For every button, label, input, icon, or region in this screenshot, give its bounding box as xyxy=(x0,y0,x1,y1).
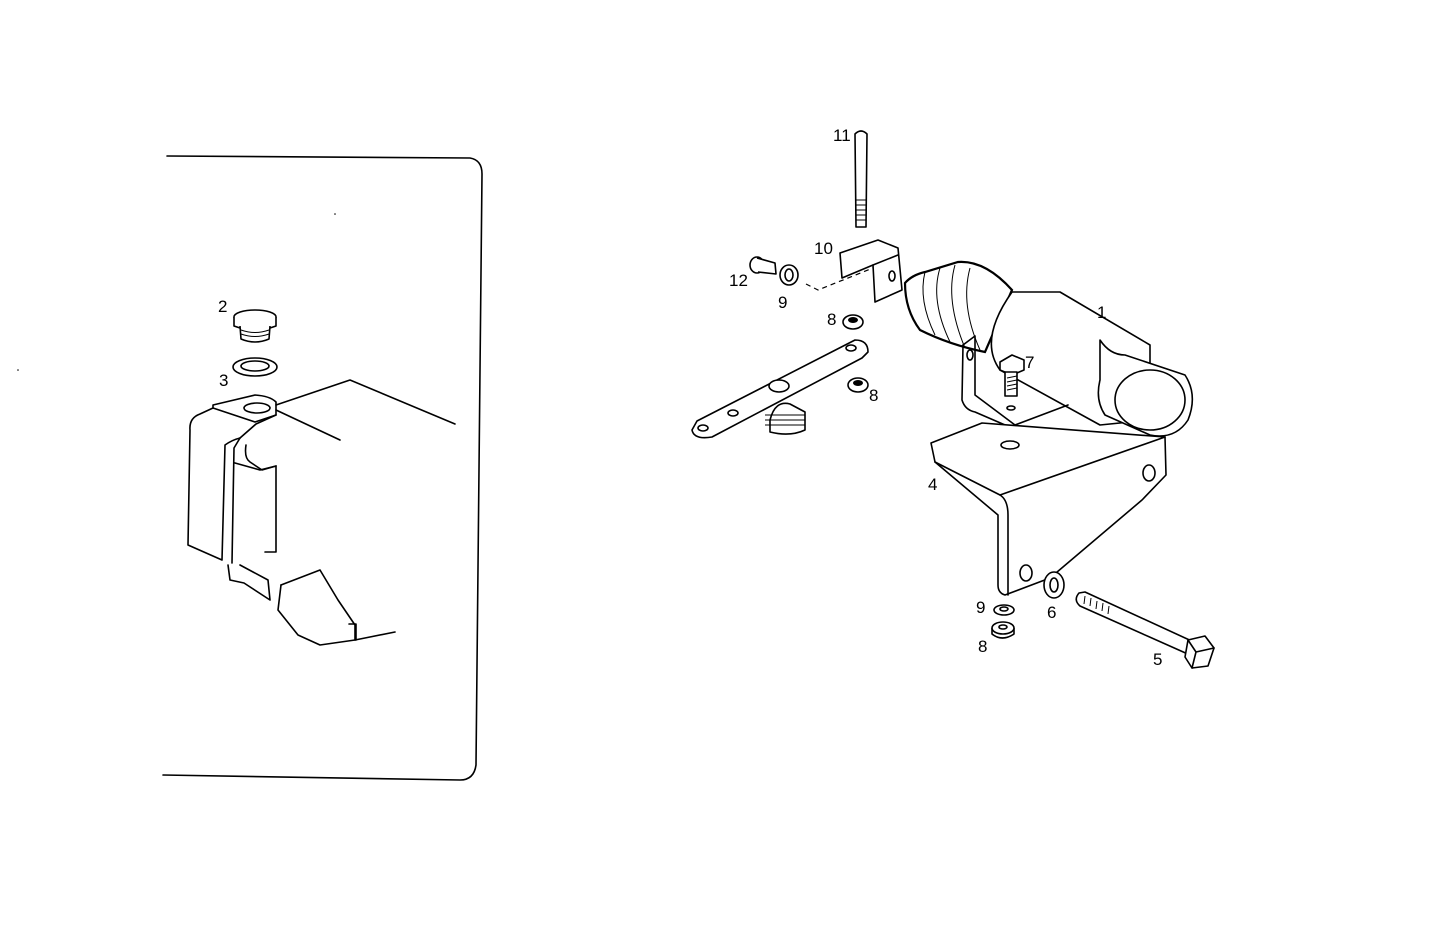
plug-part-2 xyxy=(233,309,277,343)
callout-2: 2 xyxy=(218,297,228,316)
stud-part-11 xyxy=(854,130,868,228)
tank-body xyxy=(187,379,456,646)
callout-6: 6 xyxy=(1047,603,1057,622)
callout-12: 12 xyxy=(729,271,748,290)
callout-5: 5 xyxy=(1153,650,1163,669)
callout-9-bottom: 9 xyxy=(976,598,986,617)
callout-4: 4 xyxy=(928,475,938,494)
clevis-bracket-part-10 xyxy=(805,239,903,303)
callout-8-top: 8 xyxy=(827,310,837,329)
sealing-ring-part-3 xyxy=(232,357,278,377)
callout-11: 11 xyxy=(833,126,851,145)
nut-part-8-middle xyxy=(847,377,869,393)
callout-8-bottom: 8 xyxy=(978,637,988,656)
callout-7: 7 xyxy=(1025,353,1035,372)
inset-frame xyxy=(17,155,483,781)
screw-part-12 xyxy=(749,256,777,275)
washer-part-9-top xyxy=(779,264,799,286)
hex-bolt-part-5 xyxy=(1075,591,1215,669)
nut-part-8-bottom xyxy=(991,621,1015,639)
solenoid-mount-bracket xyxy=(961,335,1069,429)
hex-screw-part-7 xyxy=(999,354,1025,397)
washer-part-9-bottom xyxy=(993,604,1015,616)
bracket-part-4 xyxy=(930,422,1167,596)
callout-9-top: 9 xyxy=(778,293,788,312)
callout-10: 10 xyxy=(814,239,833,258)
lever-arm xyxy=(691,339,869,439)
nut-part-8-top xyxy=(842,314,864,330)
solenoid-part-1 xyxy=(903,260,1194,437)
washer-part-6 xyxy=(1043,571,1065,599)
callout-3: 3 xyxy=(219,371,229,390)
callout-1: 1 xyxy=(1097,303,1107,322)
callout-8-middle: 8 xyxy=(869,386,879,405)
